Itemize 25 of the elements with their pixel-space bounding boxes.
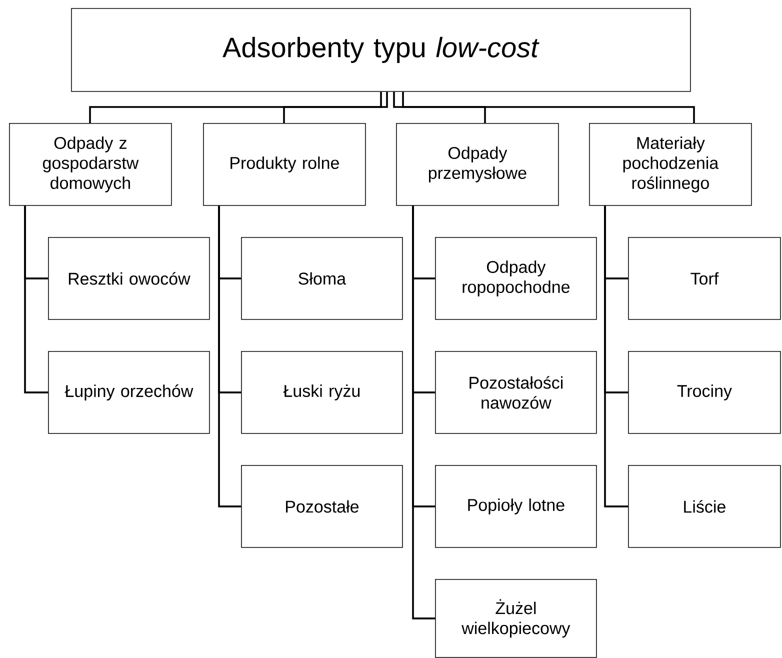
category-box: Produkty rolne (203, 123, 366, 206)
category-box: Odpady z gospodarstw domowych (9, 123, 172, 206)
connector-line (412, 206, 435, 620)
item-box: Łupiny orzechów (48, 351, 210, 434)
item-box: Łuski ryżu (241, 351, 403, 434)
item-box: Pozostałości nawozów (435, 351, 597, 434)
item-box: Odpady ropopochodne (435, 237, 597, 320)
item-box: Żużel wielkopiecowy (435, 579, 597, 658)
connector-line (604, 206, 628, 508)
item-box: Resztki owoców (48, 237, 210, 320)
connector-line (218, 206, 241, 508)
category-box: Odpady przemysłowe (396, 123, 559, 206)
item-box: Popioły lotne (435, 465, 597, 548)
connector-line (393, 92, 486, 123)
title-box: Adsorbenty typu low-cost (71, 8, 691, 92)
item-box: Trociny (628, 351, 781, 434)
category-box: Materiały pochodzenia roślinnego (589, 123, 752, 206)
item-box: Słoma (241, 237, 403, 320)
item-box: Pozostałe (241, 465, 403, 548)
connector-line (24, 206, 48, 394)
connector-line (89, 92, 382, 123)
item-box: Torf (628, 237, 781, 320)
item-box: Liście (628, 465, 781, 548)
connector-line (283, 92, 388, 123)
connector-line (402, 92, 695, 123)
